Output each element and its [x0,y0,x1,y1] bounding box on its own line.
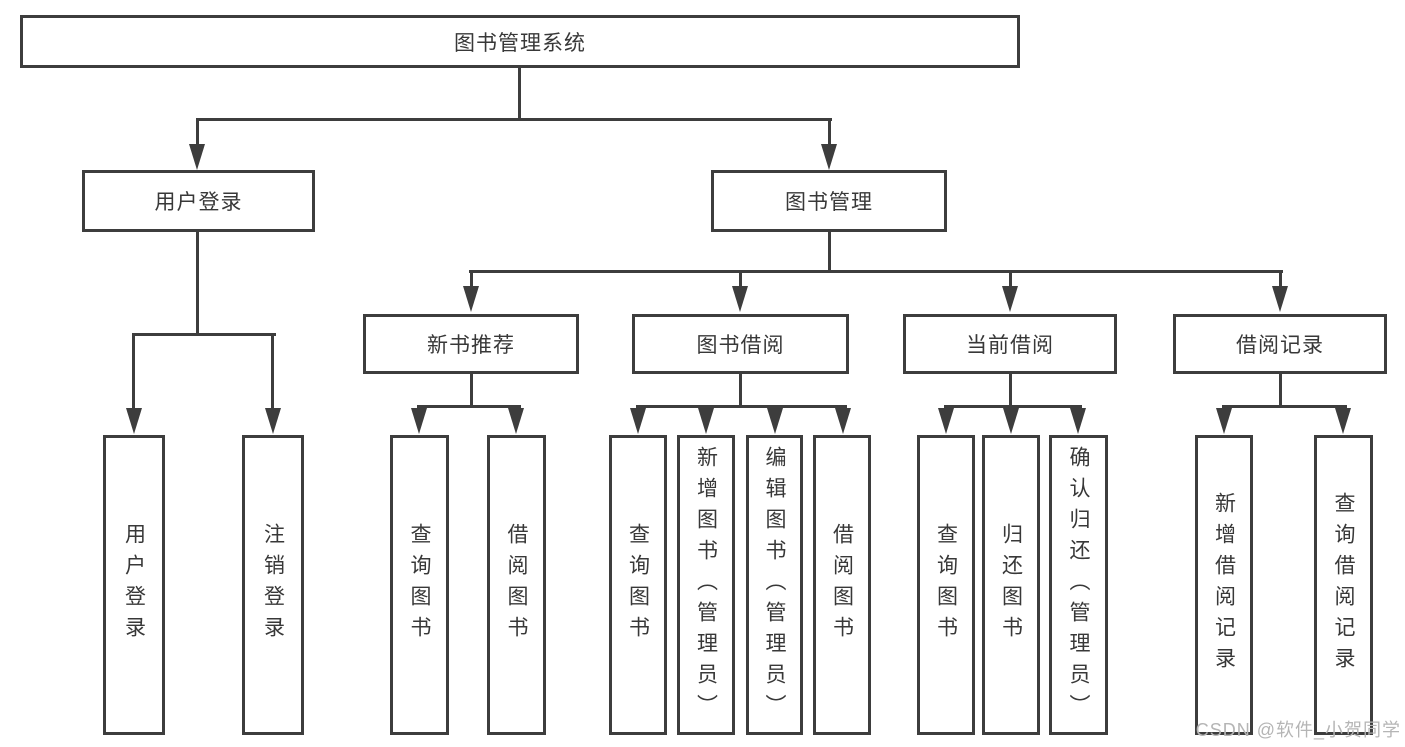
connector-bookmgmt-drop [1009,270,1012,288]
leaf-current-query-books: 查询图书 [917,435,975,735]
connector-recommend-bus [417,405,521,408]
down-arrowhead [1003,408,1019,434]
connector-root-drop-left [196,118,199,146]
connector-recommend-stem [470,374,473,407]
node-label: 查询图书 [408,523,431,647]
connector-userlogin-stem [196,232,199,335]
connector-userlogin-drop [271,333,274,408]
node-label: 新增图书（管理员） [694,445,718,725]
connector-borrowing-bus [636,405,847,408]
connector-records-stem [1279,374,1282,407]
down-arrowhead [1272,286,1288,312]
node-label: 注销登录 [261,523,285,647]
node-label: 查询借阅记录 [1332,492,1355,678]
node-label: 查询图书 [934,523,958,647]
node-user-login: 用户登录 [82,170,315,232]
down-arrowhead [1335,408,1351,434]
node-current-borrowing: 当前借阅 [903,314,1117,374]
node-label: 图书管理系统 [454,31,586,55]
connector-root-bus [196,118,832,121]
node-label: 借阅图书 [505,523,528,647]
down-arrowhead [1070,408,1086,434]
node-label: 新增借阅记录 [1212,492,1236,678]
node-label: 归还图书 [999,523,1023,647]
node-label: 图书借阅 [696,334,785,357]
leaf-current-confirm-return: 确认归还（管理员） [1049,435,1108,735]
leaf-borrowing-edit-books: 编辑图书（管理员） [746,435,803,735]
leaf-logout: 注销登录 [242,435,304,735]
down-arrowhead [265,408,281,434]
node-label: 用户登录 [154,191,243,214]
leaf-current-return-books: 归还图书 [982,435,1040,735]
down-arrowhead [189,144,205,170]
down-arrowhead [821,144,837,170]
leaf-records-add-record: 新增借阅记录 [1195,435,1253,735]
connector-borrowing-stem [739,374,742,407]
down-arrowhead [767,408,783,434]
node-library-management-system: 图书管理系统 [20,15,1020,68]
down-arrowhead [508,408,524,434]
leaf-user-login: 用户登录 [103,435,165,735]
connector-root-stem [518,68,521,118]
down-arrowhead [732,286,748,312]
leaf-borrowing-add-books: 新增图书（管理员） [677,435,735,735]
down-arrowhead [1002,286,1018,312]
watermark: CSDN @软件_小贺同学 [1195,720,1401,740]
connector-userlogin-drop [132,333,135,408]
down-arrowhead [463,286,479,312]
connector-bookmgmt-stem [828,232,831,272]
node-label: 借阅图书 [830,523,854,647]
leaf-borrowing-query-books: 查询图书 [609,435,667,735]
node-label: 用户登录 [122,523,146,647]
connector-bookmgmt-drop [1279,270,1282,288]
connector-bookmgmt-bus [469,270,1283,273]
down-arrowhead [698,408,714,434]
node-label: 当前借阅 [966,334,1054,357]
down-arrowhead [411,408,427,434]
down-arrowhead [1216,408,1232,434]
leaf-records-query-record: 查询借阅记录 [1314,435,1373,735]
connector-current-stem [1009,374,1012,407]
node-new-book-recommend: 新书推荐 [363,314,579,374]
node-borrow-records: 借阅记录 [1173,314,1387,374]
leaf-borrowing-borrow-books: 借阅图书 [813,435,871,735]
connector-current-bus [944,405,1082,408]
node-book-borrowing: 图书借阅 [632,314,849,374]
node-label: 图书管理 [785,191,873,214]
down-arrowhead [835,408,851,434]
node-label: 新书推荐 [427,334,515,357]
node-label: 查询图书 [626,523,650,647]
connector-records-bus [1222,405,1347,408]
down-arrowhead [938,408,954,434]
connector-userlogin-bus [132,333,276,336]
down-arrowhead [630,408,646,434]
down-arrowhead [126,408,142,434]
leaf-recommend-query-books: 查询图书 [390,435,449,735]
leaf-recommend-borrow-books: 借阅图书 [487,435,546,735]
node-label: 编辑图书（管理员） [763,445,786,725]
connector-bookmgmt-drop [470,270,473,288]
node-book-management: 图书管理 [711,170,947,232]
node-label: 借阅记录 [1236,334,1324,357]
connector-root-drop-right [828,118,831,146]
node-label: 确认归还（管理员） [1067,445,1090,725]
connector-bookmgmt-drop [739,270,742,288]
